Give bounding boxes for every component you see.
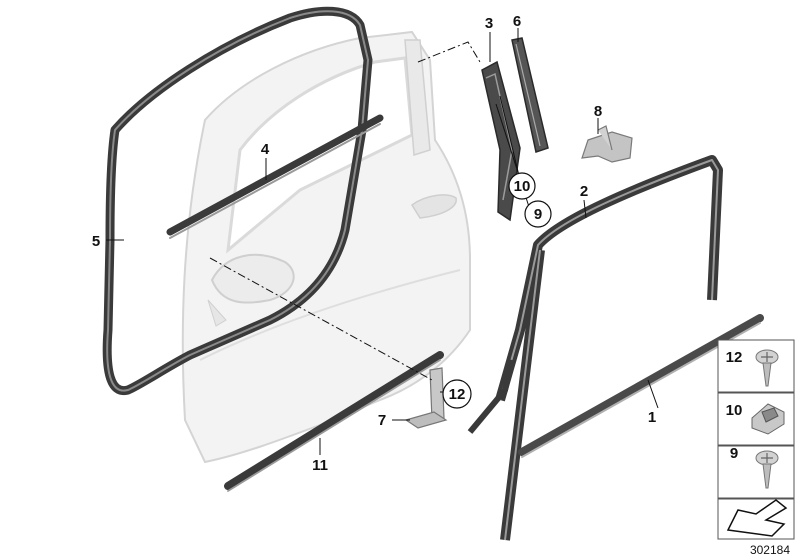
callout-3: 3	[485, 15, 493, 32]
leader-lines	[106, 28, 659, 455]
window-frame-seal	[467, 155, 723, 541]
callout-ring-9	[524, 200, 552, 228]
door-panel	[181, 30, 471, 464]
callout-2: 2	[580, 183, 588, 200]
direction-arrow-icon	[726, 499, 788, 537]
callout-12: 12	[449, 386, 466, 403]
callout-numbers: 1 2 3 4 5 6 7 8 9 10 11 12	[92, 13, 656, 474]
legend-box-12	[717, 339, 795, 393]
bracket-8	[581, 125, 633, 163]
ring-callouts	[442, 172, 552, 409]
callout-ring-10	[508, 172, 536, 200]
callout-10: 10	[514, 178, 531, 195]
callout-11: 11	[312, 457, 328, 474]
legend-label-10: 10	[726, 402, 743, 419]
legend-label-9: 9	[730, 445, 738, 462]
callout-4: 4	[261, 141, 270, 158]
inner-window-seal	[166, 114, 384, 239]
callout-7: 7	[378, 412, 386, 429]
callout-6: 6	[513, 13, 521, 30]
screw-icon	[755, 349, 779, 387]
callout-ring-12	[442, 379, 472, 409]
diagram-id: 302184	[750, 543, 790, 557]
assembly-lines	[209, 41, 481, 381]
clip-7	[404, 367, 448, 429]
legend-box-9	[717, 445, 795, 499]
clip-nut-icon	[751, 403, 785, 435]
callout-5: 5	[92, 233, 100, 250]
door-frame-seal	[102, 6, 373, 396]
trim-strip	[511, 37, 549, 153]
callout-9: 9	[534, 206, 542, 223]
legend-label-12: 12	[726, 349, 743, 366]
sill-seal	[224, 351, 444, 492]
callout-1: 1	[648, 409, 656, 426]
callout-8: 8	[594, 103, 602, 120]
fastener-legend: 12 10 9	[717, 339, 795, 540]
screw-icon-2	[755, 450, 779, 489]
